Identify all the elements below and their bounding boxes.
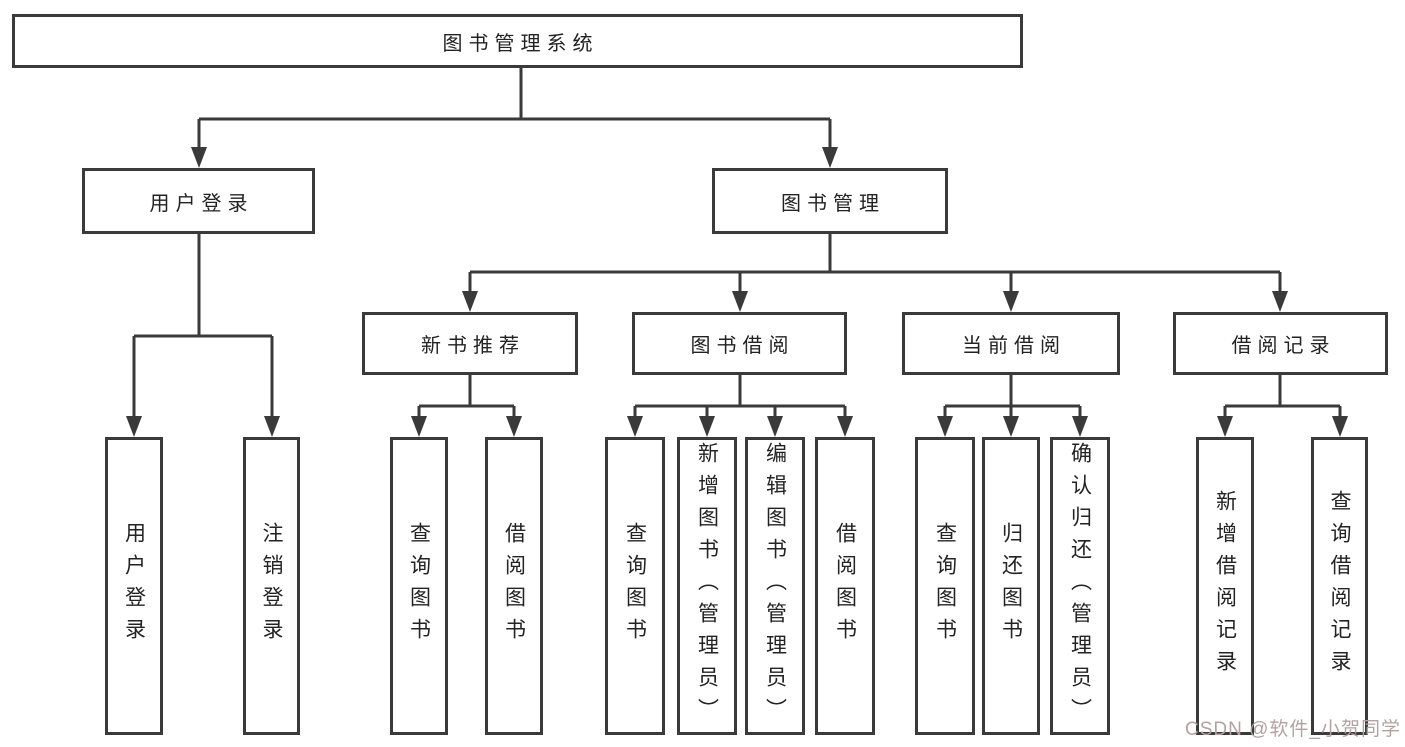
node-leaf-confirm-return-admin: 确认归还（管理员） <box>1050 437 1110 735</box>
node-leaf-logout: 注销登录 <box>243 437 300 735</box>
node-leaf-borrow-books: 借阅图书 <box>815 437 875 735</box>
node-leaf-borrow-books-recommend: 借阅图书 <box>485 437 543 735</box>
node-book-borrowing: 图书借阅 <box>632 312 847 375</box>
node-leaf-query-books-borrow: 查询图书 <box>605 437 665 735</box>
node-leaf-add-borrow-record: 新增借阅记录 <box>1196 437 1254 735</box>
node-user-login-branch: 用户登录 <box>82 168 315 234</box>
node-borrowing-records: 借阅记录 <box>1173 312 1388 375</box>
node-current-borrowing: 当前借阅 <box>902 312 1120 375</box>
node-leaf-user-login: 用户登录 <box>105 437 163 735</box>
node-leaf-query-books-recommend: 查询图书 <box>390 437 448 735</box>
node-leaf-query-books-current: 查询图书 <box>915 437 975 735</box>
node-leaf-query-borrow-record: 查询借阅记录 <box>1311 437 1368 735</box>
node-new-book-recommendation: 新书推荐 <box>362 312 578 375</box>
node-leaf-add-books-admin: 新增图书（管理员） <box>677 437 737 735</box>
node-leaf-return-books: 归还图书 <box>982 437 1040 735</box>
csdn-watermark: CSDN @软件_小贺同学 <box>1185 719 1401 740</box>
node-leaf-edit-books-admin: 编辑图书（管理员） <box>745 437 805 735</box>
node-book-management-branch: 图书管理 <box>712 168 948 234</box>
node-library-management-system: 图书管理系统 <box>12 14 1023 68</box>
